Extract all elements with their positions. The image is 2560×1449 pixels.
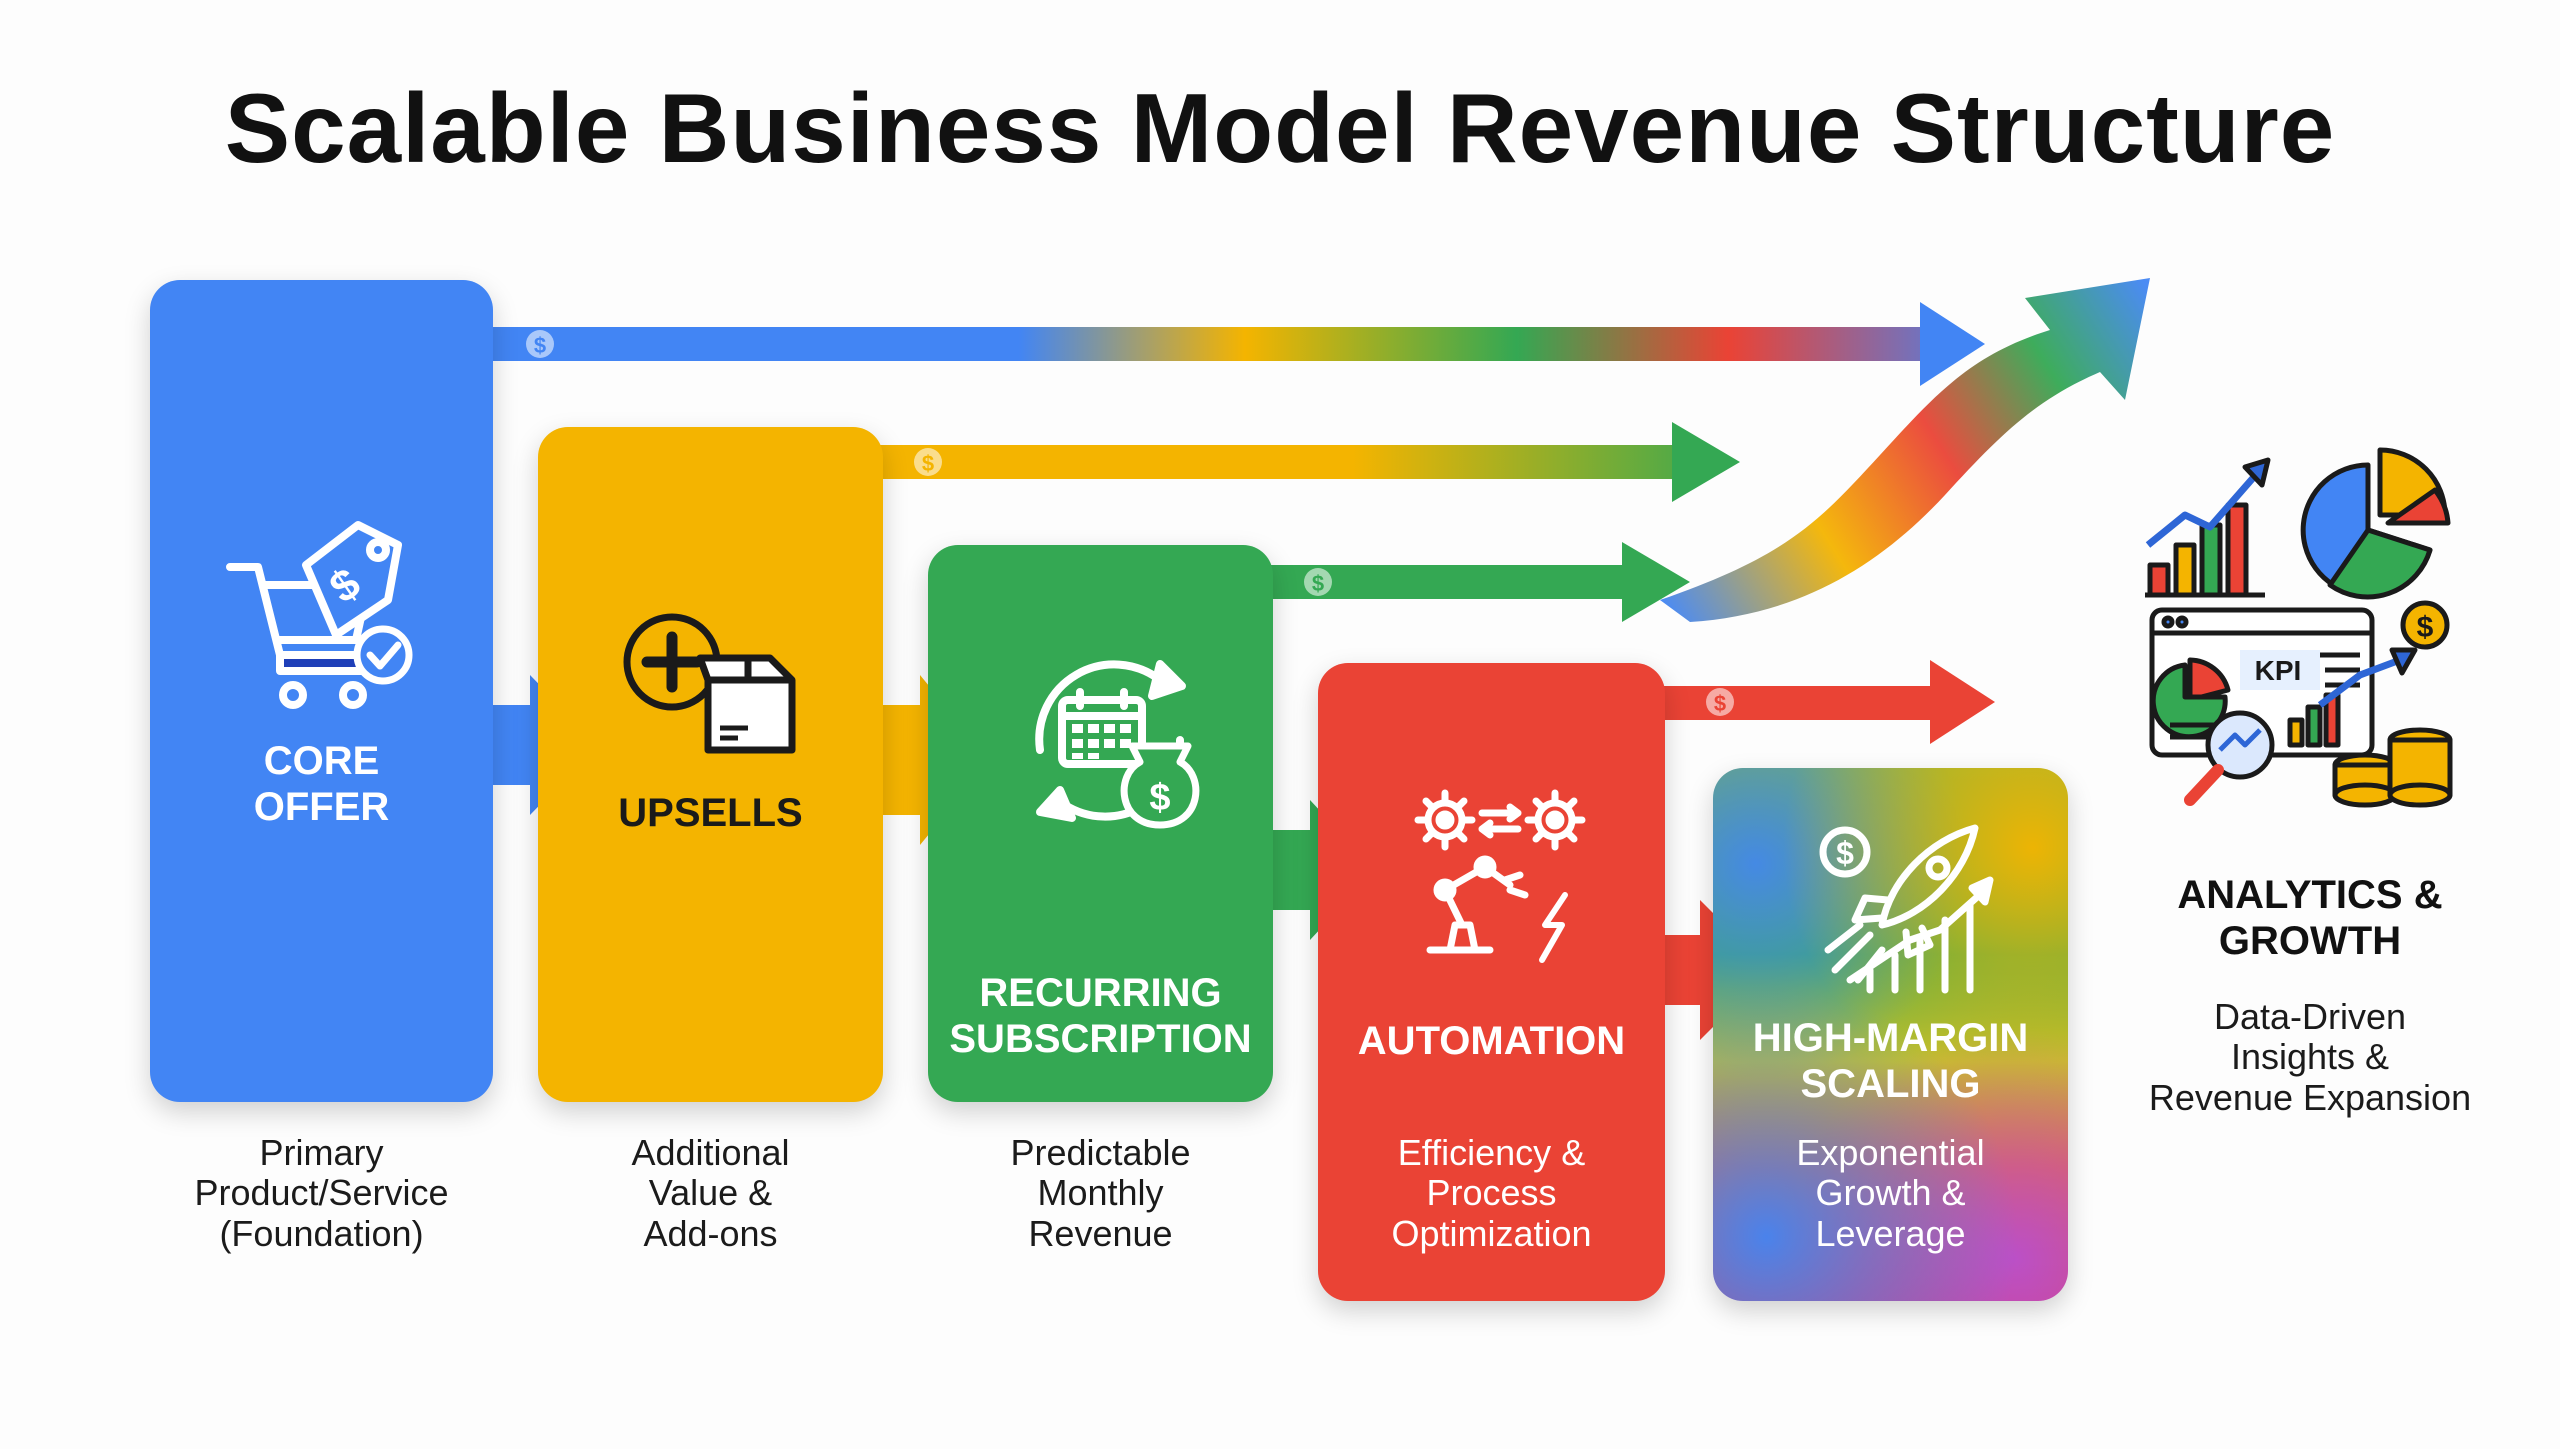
- flow-arrow-automation: [1660, 686, 1940, 720]
- svg-text:$: $: [922, 451, 934, 476]
- description-line: Insights &: [2230, 1036, 2390, 1078]
- stage-label-automation: AUTOMATION: [1318, 1018, 1665, 1064]
- flow-arrow-upsells: [880, 445, 1680, 479]
- stage-description-automation: Efficiency & Process Optimization: [1318, 1132, 1665, 1254]
- stage-label-high-margin-scaling: HIGH-MARGIN SCALING: [1713, 1015, 2068, 1107]
- svg-text:$: $: [534, 333, 546, 358]
- description-line: Revenue Expansion: [2148, 1076, 2472, 1118]
- stage-description-recurring: Predictable Monthly Revenue: [928, 1132, 1273, 1254]
- description-line: Predictable: [1010, 1132, 1191, 1173]
- stage-label-line: CORE: [263, 739, 380, 783]
- stage-label-line: AUTOMATION: [1357, 1019, 1626, 1063]
- description-line: Product/Service: [194, 1172, 449, 1214]
- analytics-coin-dollar: $: [2417, 611, 2434, 644]
- analytics-label-line: ANALYTICS &: [2177, 873, 2443, 917]
- stage-label-line: RECURRING: [979, 971, 1222, 1015]
- description-line: Monthly: [1037, 1172, 1164, 1214]
- description-line: Revenue: [1028, 1212, 1173, 1254]
- stage-description-core-offer: Primary Product/Service (Foundation): [120, 1132, 523, 1254]
- stage-description-high-margin: Exponential Growth & Leverage: [1713, 1132, 2068, 1254]
- dollar-badge-1: $: [526, 330, 554, 358]
- rocket-growth-chart-icon: $: [1819, 824, 1994, 994]
- analytics-label-line: GROWTH: [2218, 919, 2402, 963]
- flow-arrow-upsells-head: [1672, 422, 1740, 502]
- stage-label-line: HIGH-MARGIN: [1752, 1016, 2029, 1060]
- description-line: Primary: [259, 1132, 384, 1173]
- gears-robot-arm-icon: [1414, 789, 1586, 963]
- stage-card-core-offer: [150, 280, 493, 1102]
- description-line: Add-ons: [643, 1212, 778, 1254]
- stage-label-line: OFFER: [253, 785, 390, 829]
- dollar-badge-4: $: [1706, 688, 1734, 716]
- flow-arrow-recurring-head: [1622, 542, 1690, 622]
- shopping-cart-icon: $: [226, 521, 413, 709]
- description-line: Leverage: [1815, 1212, 1966, 1254]
- plus-box-icon: [623, 613, 796, 754]
- kpi-text: KPI: [2255, 655, 2302, 686]
- stage-label-line: SUBSCRIPTION: [949, 1017, 1252, 1061]
- svg-text:$: $: [1312, 571, 1324, 596]
- description-line: (Foundation): [219, 1212, 424, 1254]
- dollar-badge-3: $: [1304, 568, 1332, 596]
- description-line: Optimization: [1391, 1212, 1592, 1254]
- description-line: Process: [1426, 1172, 1557, 1214]
- stage-card-upsells: [538, 427, 883, 1102]
- flow-arrow-automation-head: [1930, 660, 1995, 744]
- description-line: Exponential: [1796, 1132, 1985, 1173]
- bag-dollar-sign: $: [1149, 777, 1170, 819]
- dollar-badge-2: $: [914, 448, 942, 476]
- description-line: Growth &: [1815, 1172, 1966, 1214]
- stage-card-recurring-subscription: [928, 545, 1273, 1102]
- stage-label-recurring-subscription: RECURRING SUBSCRIPTION: [928, 970, 1273, 1062]
- coin-dollar-sign: $: [1836, 835, 1854, 871]
- growth-swoosh-arrow: [1660, 278, 2150, 622]
- analytics-label: ANALYTICS & GROWTH: [2120, 872, 2500, 964]
- description-line: Efficiency &: [1397, 1132, 1586, 1173]
- description-line: Value &: [648, 1172, 773, 1214]
- stage-label-upsells: UPSELLS: [538, 790, 883, 836]
- description-line: Additional: [631, 1132, 790, 1173]
- svg-text:$: $: [1714, 691, 1726, 716]
- calendar-cycle-money-bag-icon: $: [1035, 660, 1200, 829]
- stage-label-line: SCALING: [1800, 1062, 1981, 1106]
- stage-description-upsells: Additional Value & Add-ons: [538, 1132, 883, 1254]
- stage-card-automation: [1318, 663, 1665, 1301]
- stage-card-high-margin-scaling: [1713, 768, 2068, 1301]
- page-title: Scalable Business Model Revenue Structur…: [224, 73, 2336, 183]
- description-line: Data-Driven: [2213, 996, 2407, 1037]
- analytics-dashboard-kpi-icon: $ KPI: [2145, 447, 2453, 808]
- stage-label-core-offer: CORE OFFER: [150, 738, 493, 830]
- stage-label-line: UPSELLS: [618, 791, 803, 835]
- flow-arrow-core: [490, 327, 1930, 361]
- flow-arrow-core-head: [1920, 302, 1985, 386]
- analytics-description: Data-Driven Insights & Revenue Expansion: [2100, 996, 2520, 1118]
